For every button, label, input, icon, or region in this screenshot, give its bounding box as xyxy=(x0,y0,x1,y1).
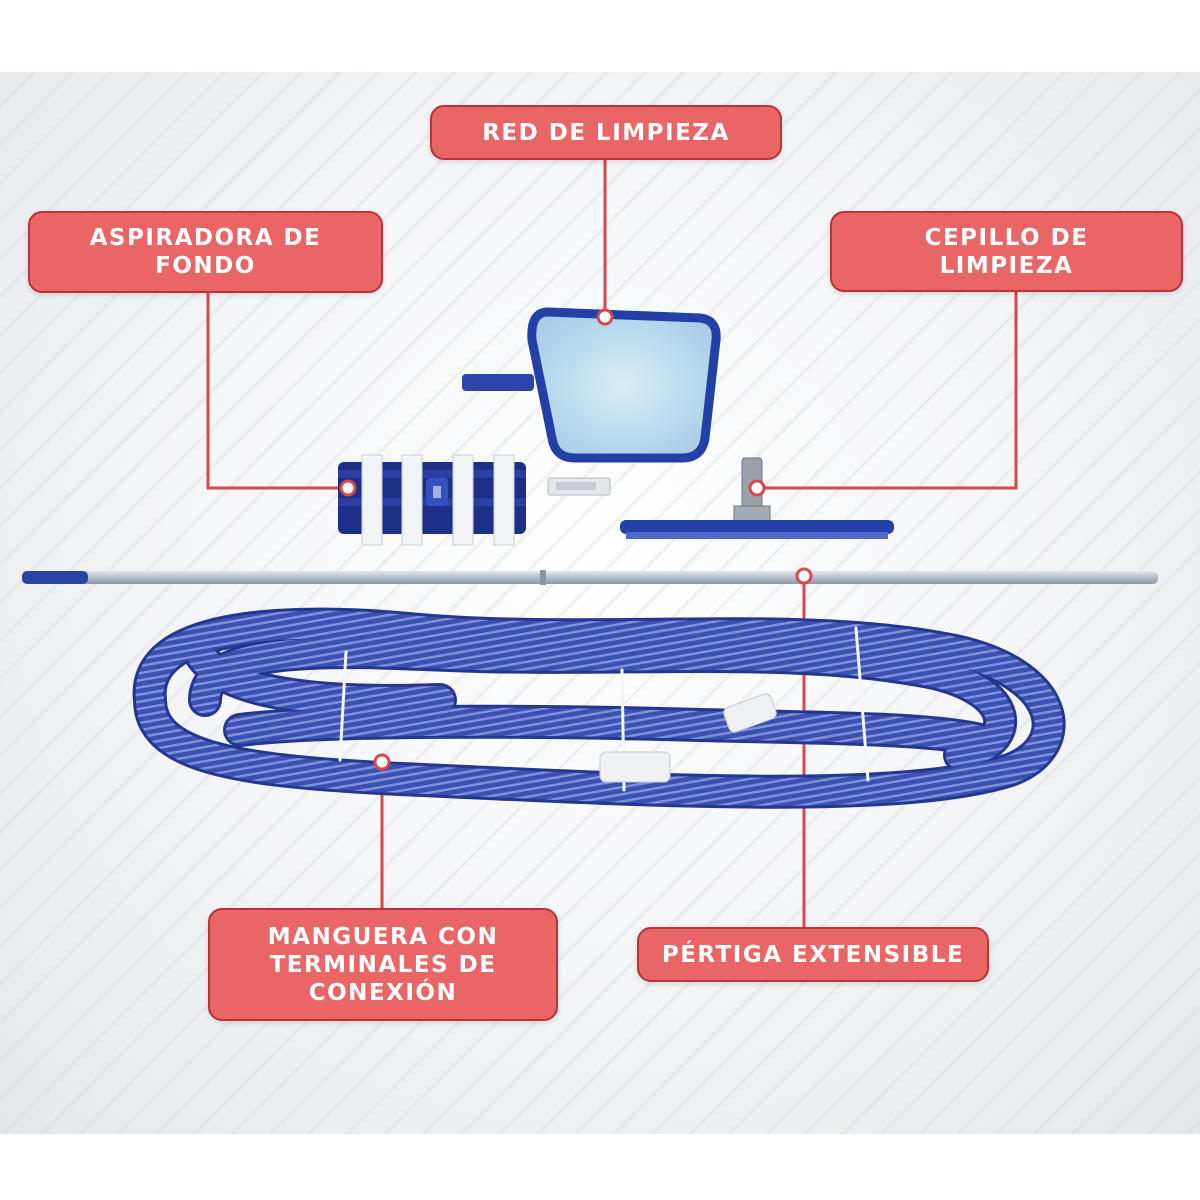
label-red-de-limpieza: RED DE LIMPIEZA xyxy=(430,105,782,160)
label-aspiradora-line2: FONDO xyxy=(155,253,256,279)
label-pertiga-extensible: PÉRTIGA EXTENSIBLE xyxy=(637,927,989,982)
vacuum-head xyxy=(338,454,526,546)
label-aspiradora-line1: ASPIRADORA DE xyxy=(89,225,322,251)
coiled-hose xyxy=(132,607,1066,809)
connector-dots xyxy=(339,308,813,771)
label-cepillo-de-limpieza: CEPILLO DE LIMPIEZA xyxy=(830,211,1183,292)
label-manguera-line2: TERMINALES DE xyxy=(269,951,497,978)
label-cepillo-line2: LIMPIEZA xyxy=(939,252,1074,279)
small-clip-part xyxy=(547,477,611,496)
label-manguera-line3: CONEXIÓN xyxy=(308,979,458,1006)
leaf-skimmer-net xyxy=(462,307,721,463)
telescopic-pole xyxy=(22,570,1158,585)
wall-brush xyxy=(620,457,894,539)
label-aspiradora-de-fondo: ASPIRADORA DE FONDO xyxy=(28,211,383,293)
label-pertiga-text: PÉRTIGA EXTENSIBLE xyxy=(661,941,965,968)
label-manguera-line1: MANGUERA CON xyxy=(267,923,499,950)
label-cepillo-line1: CEPILLO DE xyxy=(924,224,1089,251)
label-red-text: RED DE LIMPIEZA xyxy=(482,119,730,146)
label-manguera: MANGUERA CON TERMINALES DE CONEXIÓN xyxy=(208,908,558,1021)
